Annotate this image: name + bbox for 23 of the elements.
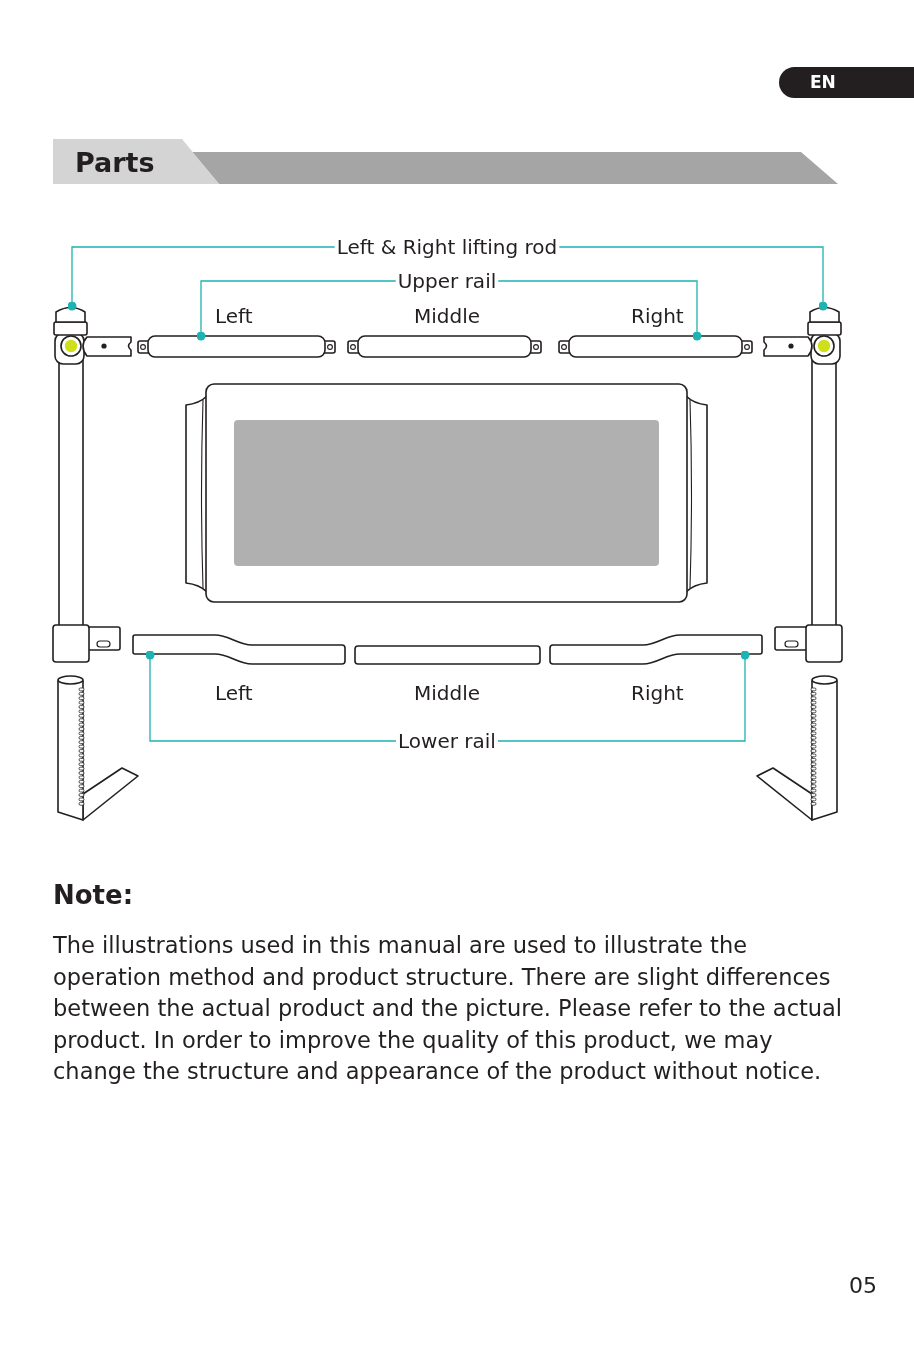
part-label: Right	[631, 681, 684, 705]
part-label: Middle	[414, 304, 481, 328]
section-title: Parts	[75, 146, 155, 179]
leader-line	[145, 650, 397, 742]
note-heading: Note:	[53, 879, 134, 911]
part-label: Middle	[414, 681, 481, 705]
page-number: 05	[849, 1271, 877, 1299]
upper-rail-drawing	[557, 335, 754, 358]
leader-line	[196, 280, 397, 341]
part-label: Right	[631, 304, 684, 328]
leader-line	[558, 246, 828, 311]
language-tab: EN	[779, 67, 914, 98]
part-label: Left	[215, 304, 253, 328]
leader-line	[67, 246, 336, 311]
note-text: The illustrations used in this manual are used to illustrate the operation method and product structure. There are slight differences between the actual product and the picture. Please refer to the actual product. In order to improve the quality of this product, we may change the structure and appearance of the product without notice.	[53, 931, 843, 1087]
upper-rail-drawing	[136, 335, 337, 358]
lower-rail-drawing	[549, 634, 763, 665]
upper-rail-drawing	[346, 335, 543, 358]
lower-rail-drawing	[132, 634, 346, 665]
lower-rail-drawing	[354, 645, 541, 665]
leader-line	[497, 280, 702, 341]
part-label: Left	[215, 681, 253, 705]
leader-line	[497, 650, 750, 742]
